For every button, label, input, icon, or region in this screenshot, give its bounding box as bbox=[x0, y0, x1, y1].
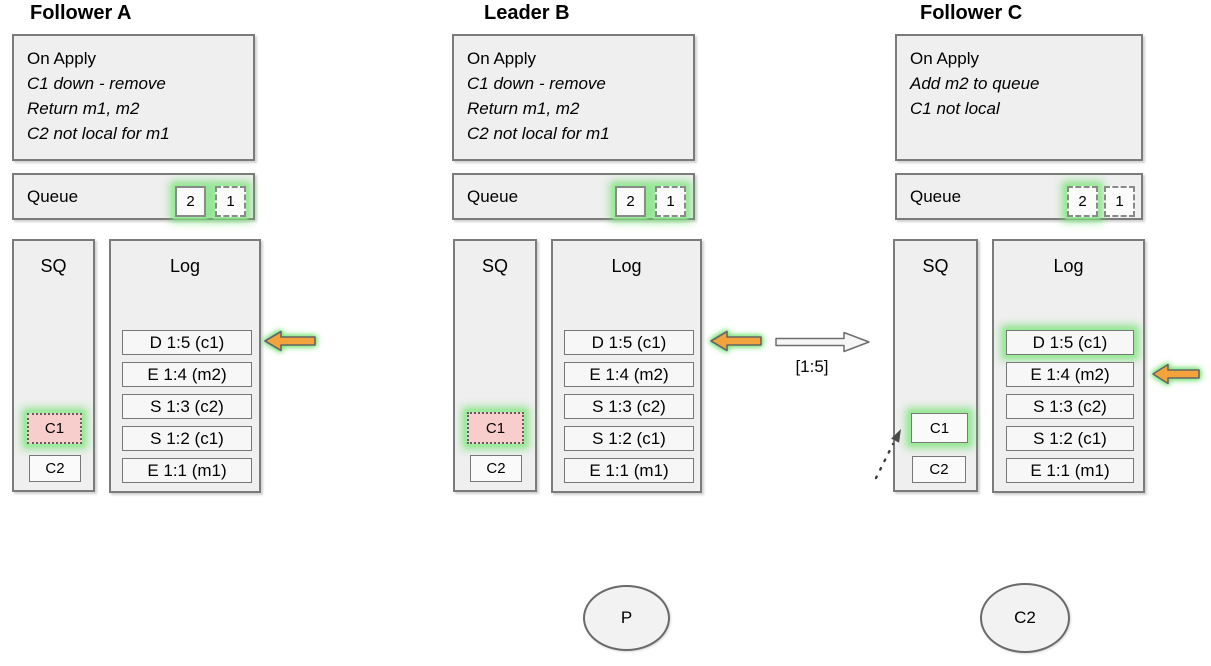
on-apply-line: C2 not local for m1 bbox=[27, 124, 170, 143]
on-apply-line: C2 not local for m1 bbox=[467, 124, 610, 143]
queue-item-2: 2 bbox=[615, 186, 646, 217]
log-label: Log bbox=[1053, 256, 1084, 276]
on-apply-line: Return m1, m2 bbox=[467, 99, 580, 118]
queue-item-1: 1 bbox=[655, 186, 686, 217]
log-entry: E 1:4 (m2) bbox=[564, 362, 694, 387]
process-ellipse-c2: C2 bbox=[980, 583, 1070, 653]
column-follower-a: Follower A On Apply C1 down - remove Ret… bbox=[0, 0, 340, 666]
log-entry: E 1:1 (m1) bbox=[564, 458, 694, 483]
on-apply-box: On Apply C1 down - remove Return m1, m2 … bbox=[452, 34, 695, 161]
on-apply-line: C1 down - remove bbox=[467, 74, 606, 93]
process-ellipse-p: P bbox=[583, 585, 670, 651]
on-apply-header: On Apply bbox=[27, 49, 96, 68]
column-leader-b: Leader B On Apply C1 down - remove Retur… bbox=[440, 0, 780, 666]
sq-box: SQ C1 C2 bbox=[453, 239, 537, 492]
log-label: Log bbox=[611, 256, 642, 276]
queue-box: Queue 2 1 bbox=[12, 173, 255, 220]
on-apply-header: On Apply bbox=[910, 49, 979, 68]
queue-label: Queue bbox=[467, 186, 519, 206]
queue-label: Queue bbox=[910, 186, 962, 206]
queue-item-2: 2 bbox=[175, 186, 206, 217]
log-entry: S 1:2 (c1) bbox=[564, 426, 694, 451]
on-apply-line: C1 not local bbox=[910, 99, 1000, 118]
apply-left-arrow-icon bbox=[264, 329, 316, 353]
sq-label: SQ bbox=[481, 256, 508, 276]
log-entry: S 1:3 (c2) bbox=[1006, 394, 1134, 419]
column-follower-c: Follower C On Apply Add m2 to queue C1 n… bbox=[883, 0, 1211, 666]
on-apply-header: On Apply bbox=[467, 49, 536, 68]
sq-item-c2: C2 bbox=[470, 455, 522, 482]
apply-left-arrow-icon bbox=[1152, 362, 1200, 386]
log-entry: S 1:2 (c1) bbox=[122, 426, 252, 451]
on-apply-line: C1 down - remove bbox=[27, 74, 166, 93]
dotted-arrow-icon bbox=[866, 412, 912, 486]
log-box: Log D 1:5 (c1) E 1:4 (m2) S 1:3 (c2) S 1… bbox=[109, 239, 261, 493]
queue-item-2: 2 bbox=[1067, 186, 1098, 217]
on-apply-line: Return m1, m2 bbox=[27, 99, 140, 118]
log-entry: D 1:5 (c1) bbox=[122, 330, 252, 355]
replication-right-arrow-icon bbox=[775, 331, 871, 353]
ellipse-label: C2 bbox=[1014, 608, 1036, 627]
log-entry: S 1:2 (c1) bbox=[1006, 426, 1134, 451]
apply-left-arrow-icon bbox=[710, 329, 762, 353]
log-entry: D 1:5 (c1) bbox=[1006, 330, 1134, 355]
queue-item-1: 1 bbox=[215, 186, 246, 217]
sq-item-c2: C2 bbox=[912, 456, 966, 483]
log-entry: E 1:1 (m1) bbox=[1006, 458, 1134, 483]
ellipse-label: P bbox=[620, 608, 633, 627]
sq-label: SQ bbox=[40, 256, 67, 276]
sq-item-c1: C1 bbox=[467, 412, 524, 444]
on-apply-box: On Apply Add m2 to queue C1 not local bbox=[895, 34, 1143, 161]
queue-item-1: 1 bbox=[1104, 186, 1135, 217]
sq-label: SQ bbox=[922, 256, 949, 276]
log-entry: S 1:3 (c2) bbox=[564, 394, 694, 419]
log-label: Log bbox=[169, 256, 201, 276]
sq-box: SQ C1 C2 bbox=[12, 239, 95, 492]
column-title: Follower A bbox=[30, 2, 132, 24]
replication-range-label: [1:5] bbox=[795, 357, 829, 376]
log-box: Log D 1:5 (c1) E 1:4 (m2) S 1:3 (c2) S 1… bbox=[992, 239, 1145, 493]
queue-label: Queue bbox=[27, 186, 79, 206]
queue-box: Queue 2 1 bbox=[895, 173, 1143, 220]
log-entry: S 1:3 (c2) bbox=[122, 394, 252, 419]
log-entry: E 1:4 (m2) bbox=[1006, 362, 1134, 387]
sq-box: SQ C1 C2 bbox=[893, 239, 978, 492]
sq-item-c2: C2 bbox=[29, 455, 81, 482]
sq-item-c1: C1 bbox=[911, 413, 968, 443]
on-apply-box: On Apply C1 down - remove Return m1, m2 … bbox=[12, 34, 255, 161]
sq-item-c1: C1 bbox=[27, 413, 82, 444]
log-box: Log D 1:5 (c1) E 1:4 (m2) S 1:3 (c2) S 1… bbox=[551, 239, 702, 493]
log-entry: D 1:5 (c1) bbox=[564, 330, 694, 355]
log-entry: E 1:4 (m2) bbox=[122, 362, 252, 387]
column-title: Follower C bbox=[920, 2, 1023, 24]
column-title: Leader B bbox=[484, 2, 570, 24]
on-apply-line: Add m2 to queue bbox=[910, 74, 1040, 93]
log-entry: E 1:1 (m1) bbox=[122, 458, 252, 483]
queue-box: Queue 2 1 bbox=[452, 173, 695, 220]
